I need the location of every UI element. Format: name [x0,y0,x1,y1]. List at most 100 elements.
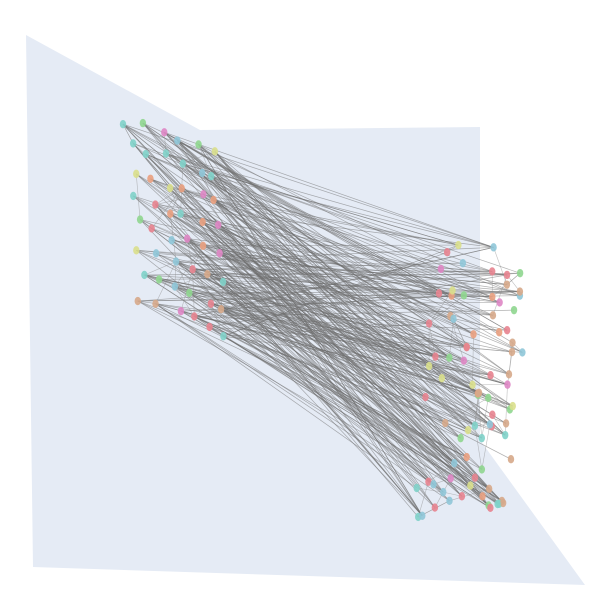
graph-node [167,209,174,218]
graph-node [499,498,507,508]
cluster-edge [180,269,193,312]
graph-node [487,371,494,380]
graph-edge [219,252,436,357]
graph-edge [165,153,493,272]
cluster-edge [493,247,508,285]
graph-node [136,215,144,224]
graph-edge [144,274,506,436]
graph-node [442,418,449,428]
graph-node [460,356,468,365]
cluster-edge [198,144,212,177]
cluster-edge [192,245,204,270]
graph-node [413,483,420,493]
cluster-edge [474,394,479,426]
graph-node [464,426,472,435]
graph-edge [144,274,467,348]
graph-node [220,332,227,341]
graph-node [502,430,509,440]
graph-edge [164,131,494,248]
cluster-edge [180,213,203,223]
graph-edge [137,300,467,458]
graph-edge [158,279,436,357]
graph-node [142,149,149,159]
graph-node [431,503,439,512]
graph-edge [137,300,476,427]
cluster-edge [192,269,222,310]
graph-node [177,209,184,218]
graph-node [177,307,185,316]
graph-edge [214,151,489,506]
graph-edge [144,271,493,276]
cluster-edge [481,397,489,439]
graph-node [217,304,225,314]
graph-edge [186,238,423,516]
graph-node [447,474,454,483]
cluster-edge [201,172,214,201]
cluster-edge [450,315,465,361]
cluster-edge [175,261,190,294]
graph-node [510,305,518,315]
cluster-edge [133,195,171,215]
graph-edge [214,151,469,431]
graph-node [425,319,433,328]
graph-edge [132,143,444,493]
graph-edge [155,253,491,425]
graph-node [422,392,429,402]
cluster-edge [192,269,195,317]
graph-edge [176,261,520,297]
cluster-edge [428,462,455,482]
graph-edge [170,187,459,246]
cluster-edge [453,318,467,348]
graph-node [171,282,179,291]
graph-node [467,481,474,490]
cluster-edge [169,187,181,214]
graph-node [206,322,213,332]
cluster-edge [180,308,222,312]
graph-node [437,264,445,274]
graph-node [489,292,496,302]
graph-edge [198,144,500,303]
cluster-edge [449,488,490,502]
graph-node [155,275,163,284]
graph-node [200,190,207,199]
graph-node [440,487,447,497]
graph-edge [177,140,440,294]
graph-node [489,410,496,419]
cluster-edge [189,281,224,294]
graph-node [449,286,456,295]
cluster-edge [477,393,513,407]
graph-edge [210,303,442,379]
graph-edge [136,173,476,427]
graph-node [174,136,181,145]
cluster-edge [135,173,141,220]
graph-edge [137,272,521,302]
graph-node [199,217,206,227]
graph-edge [136,250,426,398]
graph-edge [209,326,523,353]
graph-edge [176,261,520,292]
cluster-edge [174,245,204,287]
graph-edge [145,153,442,270]
graph-edge [198,144,490,490]
graph-edge [219,252,494,316]
graph-node [463,452,470,462]
graph-node [425,361,433,371]
graph-node [487,503,494,512]
graph-node [133,246,140,255]
cluster-edge [182,151,215,164]
graph-node [463,342,470,352]
graph-edge [136,173,513,407]
graph-edge [142,122,491,509]
graph-edge [165,153,474,335]
cluster-edge [481,424,491,470]
graph-node [502,419,510,428]
graph-node [130,191,137,201]
graph-node [211,147,219,156]
graph-edge [177,140,426,398]
cluster-edge [181,188,204,195]
graph-edge [155,303,479,394]
cluster-edge [180,213,219,226]
graph-node [455,240,462,250]
graph-node [470,330,477,339]
